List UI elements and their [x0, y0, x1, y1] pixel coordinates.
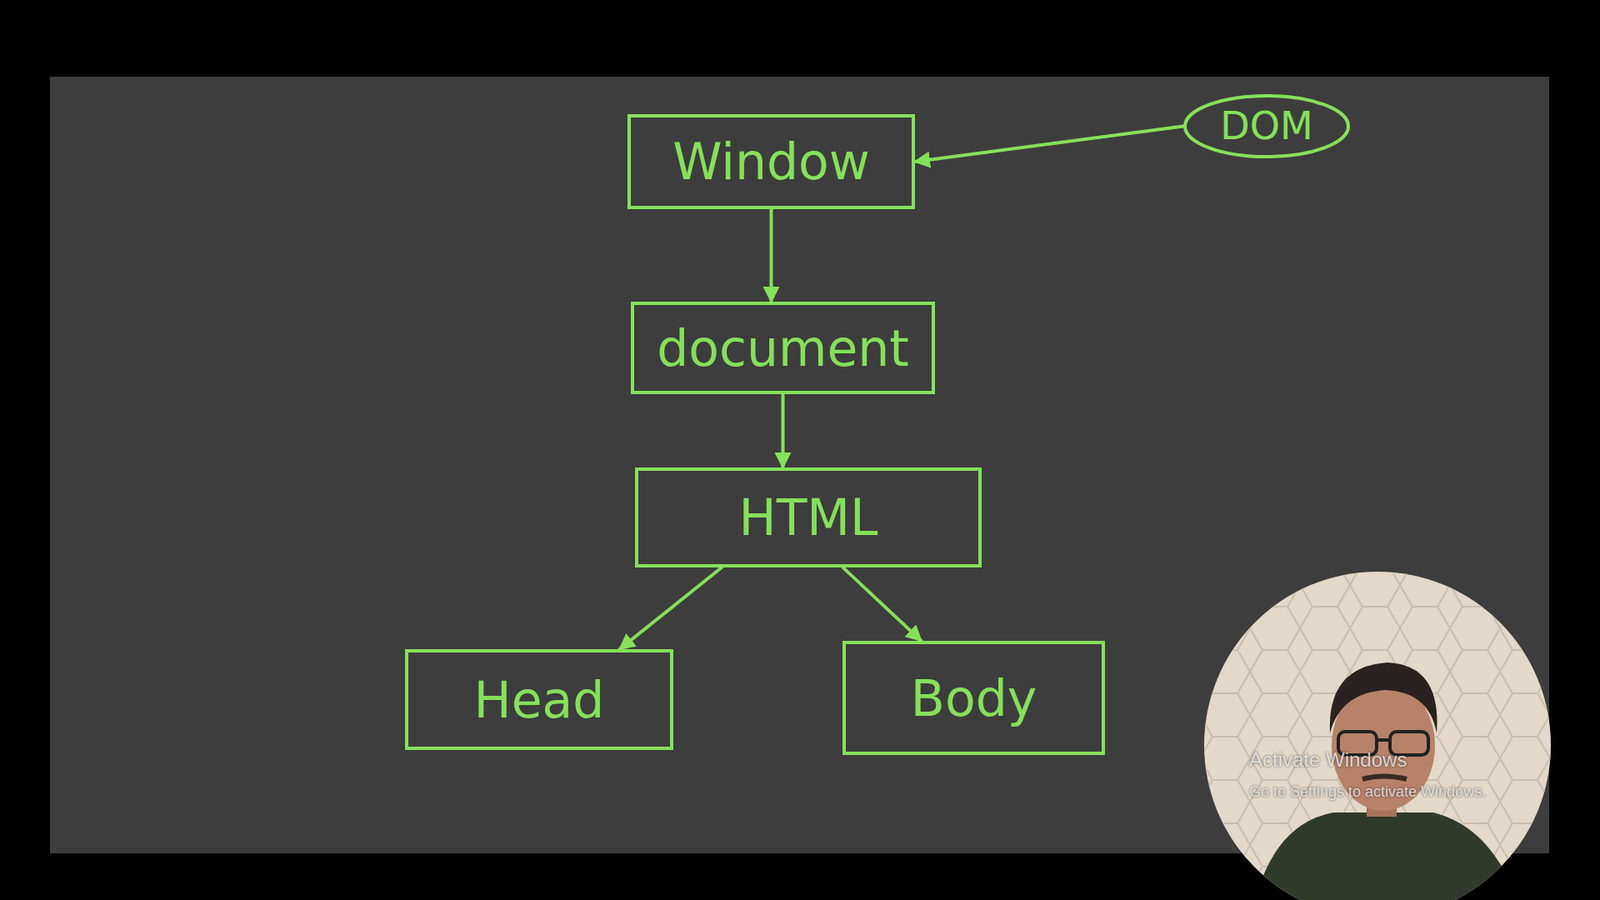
- arrow-connector: [781, 394, 785, 468]
- html-box: HTML: [635, 467, 982, 568]
- watermark-text: Go to Settings to activate Windows.: [1249, 783, 1486, 801]
- ellipse-shape: [1185, 95, 1349, 157]
- node-text: Window: [672, 134, 870, 190]
- window-box: Window: [627, 114, 915, 210]
- node-text: DOM: [1220, 105, 1313, 148]
- arrow-connector: [915, 126, 1184, 163]
- arrow-connector: [620, 567, 722, 650]
- arrow-connector: [770, 209, 774, 302]
- node-text: HTML: [739, 490, 879, 545]
- node-text: document: [656, 320, 910, 376]
- watermark-text: Activate Windows: [1249, 748, 1407, 772]
- node-text: Body: [910, 670, 1037, 726]
- node-text: Head: [474, 672, 605, 728]
- arrow-connector: [843, 567, 922, 641]
- head-box: Head: [405, 649, 674, 750]
- webcam-overlay: [1200, 566, 1559, 900]
- document-box: document: [630, 301, 935, 395]
- body-box: Body: [842, 640, 1105, 755]
- dom-ellipse: DOM: [1183, 94, 1350, 159]
